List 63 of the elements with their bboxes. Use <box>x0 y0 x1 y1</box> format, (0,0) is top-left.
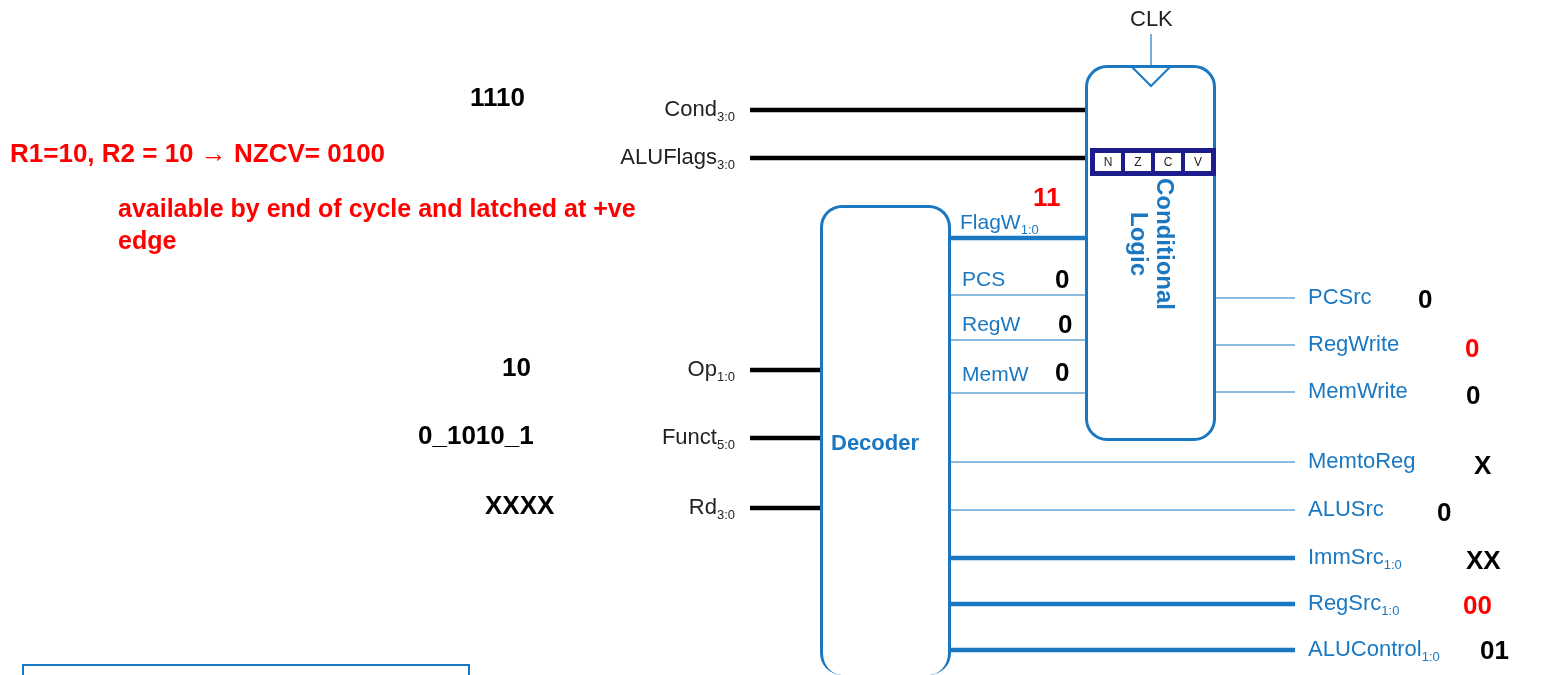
edge-label: RegW <box>962 312 1021 336</box>
signal-label: RegSrc$_{1:0}$ <box>1308 590 1400 619</box>
block-title: Decoder <box>831 430 920 456</box>
signal-wire <box>1150 33 1152 66</box>
signal-wire <box>950 294 1086 296</box>
value-label: 0 <box>1418 284 1433 315</box>
signal-label: ALUSrc <box>1308 496 1384 522</box>
edge-label: FlagW$_{1:0}$ <box>960 210 1039 238</box>
signal-wire <box>1215 391 1296 393</box>
signal-wire <box>950 392 1086 394</box>
signal-wire <box>951 601 1295 607</box>
note: available by end of cycle and latched at +ve edge <box>118 193 637 256</box>
signal-wire <box>950 509 1296 511</box>
signal-wire <box>750 107 1085 113</box>
signal-wire <box>1215 297 1296 299</box>
value-label: X <box>1474 450 1492 481</box>
signal-wire <box>750 155 1085 161</box>
signal-wire <box>950 339 1086 341</box>
signal-wire <box>951 235 1085 241</box>
value-label: 0_1010_1 <box>418 420 534 451</box>
edge-label: MemW <box>962 362 1029 386</box>
value-label: 0 <box>1466 380 1481 411</box>
value-label: 0 <box>1058 309 1073 340</box>
signal-label: CLK <box>1130 6 1173 32</box>
signal-wire <box>750 435 820 441</box>
value-label: 00 <box>1463 590 1492 621</box>
flag-cell: C <box>1153 151 1183 173</box>
value-label: 0 <box>1465 333 1480 364</box>
flag-cell: N <box>1093 151 1123 173</box>
flag-cell: Z <box>1123 151 1153 173</box>
signal-wire <box>951 647 1295 653</box>
value-label: 0 <box>1437 497 1452 528</box>
block-title: Conditional Logic <box>1126 177 1178 312</box>
logic-block <box>1085 65 1216 441</box>
signal-label: Cond$_{3:0}$ <box>664 96 735 125</box>
value-label: XXXX <box>485 490 555 521</box>
value-label: 11 <box>1033 182 1061 213</box>
flag-register <box>1090 148 1216 176</box>
value-label: 0 <box>1055 357 1070 388</box>
value-label: 0 <box>1055 264 1070 295</box>
signal-label: MemWrite <box>1308 378 1408 404</box>
signal-wire <box>750 505 820 511</box>
value-label: 10 <box>502 352 531 383</box>
edge-label: PCS <box>962 267 1006 291</box>
signal-wire <box>1215 344 1296 346</box>
signal-label: RegWrite <box>1308 331 1400 357</box>
empty-text-box <box>22 664 470 675</box>
signal-label: Op$_{1:0}$ <box>687 356 735 385</box>
value-label: R1=10, R2 = 10 → NZCV= 0100 <box>10 138 386 169</box>
signal-wire <box>750 367 820 373</box>
signal-label: Funct$_{5:0}$ <box>661 424 735 453</box>
signal-label: Rd$_{3:0}$ <box>688 494 735 523</box>
flag-cell: V <box>1183 151 1213 173</box>
signal-label: ImmSrc$_{1:0}$ <box>1308 544 1402 573</box>
signal-wire <box>951 555 1295 561</box>
signal-label: MemtoReg <box>1308 448 1416 474</box>
value-label: 01 <box>1480 635 1509 666</box>
value-label: 1110 <box>470 82 525 113</box>
signal-label: ALUFlags$_{3:0}$ <box>620 144 735 173</box>
signal-label: ALUControl$_{1:0}$ <box>1308 636 1440 665</box>
signal-label: PCSrc <box>1308 284 1372 310</box>
value-label: XX <box>1466 545 1501 576</box>
signal-wire <box>950 461 1296 463</box>
